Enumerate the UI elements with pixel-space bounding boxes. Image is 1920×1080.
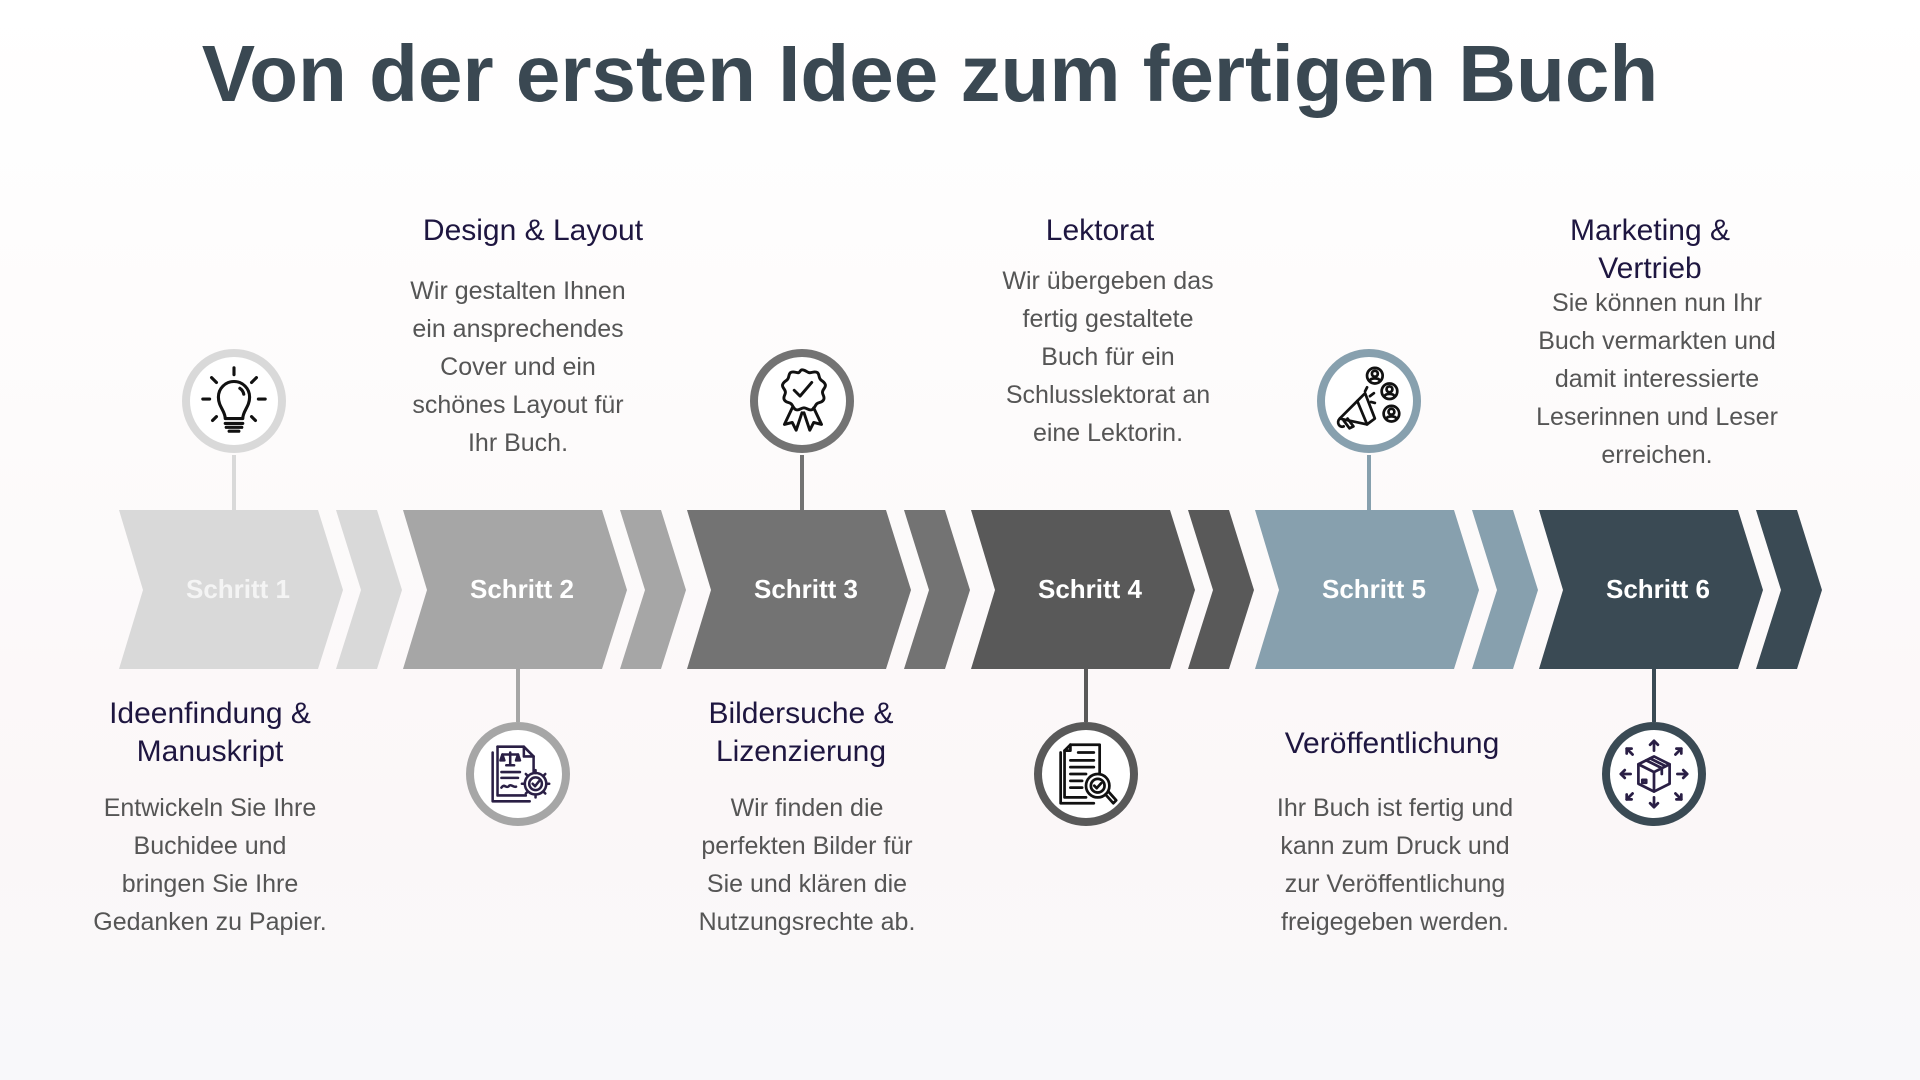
step-3-heading: Bildersuche & Lizenzierung xyxy=(651,695,951,771)
step-6-heading-line: Vertrieb xyxy=(1598,252,1702,285)
page-title: Von der ersten Idee zum fertigen Buch xyxy=(201,29,1659,118)
step-6-description-line: damit interessierte xyxy=(1554,365,1760,393)
step-label-4: Schritt 4 xyxy=(1037,574,1143,604)
step-1-heading: Ideenfindung & Manuskript xyxy=(60,695,360,771)
step-2-description-line: ein ansprechendes xyxy=(412,315,624,343)
step-label-6: Schritt 6 xyxy=(1605,574,1711,604)
step-2-description-line: schönes Layout für xyxy=(412,391,624,419)
step-4-icon-circle xyxy=(1034,722,1138,826)
step-6-icon-circle xyxy=(1602,722,1706,826)
step-2-description-line: Ihr Buch. xyxy=(467,429,569,457)
step-3-icon-circle xyxy=(750,349,854,453)
lightbulb-icon xyxy=(201,366,267,433)
step-4-heading: Lektorat xyxy=(950,212,1250,250)
award-ribbon-check-icon xyxy=(781,368,827,432)
legal-document-gear-icon xyxy=(491,745,551,803)
chevron-step-1 xyxy=(119,510,402,669)
step-6-description: Sie können nun Ihr Buch vermarkten und d… xyxy=(1507,284,1807,474)
step-3-description-line: perfekten Bilder für xyxy=(701,832,913,860)
chevron-step-2 xyxy=(403,510,686,669)
step-4-heading-line: Lektorat xyxy=(1045,214,1155,247)
step-5-description-line: zur Veröffentlichung xyxy=(1284,870,1506,898)
chevron-step-6 xyxy=(1539,510,1822,669)
step-2-description-line: Wir gestalten Ihnen xyxy=(410,277,626,305)
step-5-description-line: freigegeben werden. xyxy=(1281,908,1509,936)
step-2-description: Wir gestalten Ihnen ein ansprechendes Co… xyxy=(368,272,668,462)
step-4-description-line: Buch für ein xyxy=(1041,343,1175,371)
step-4-description-line: Wir übergeben das xyxy=(1002,267,1214,295)
step-label-3: Schritt 3 xyxy=(753,574,859,604)
step-label-1: Schritt 1 xyxy=(185,574,291,604)
step-1-heading-line: Ideenfindung & xyxy=(109,697,311,730)
step-5-description-line: Ihr Buch ist fertig und xyxy=(1276,794,1514,822)
step-1-heading-line: Manuskript xyxy=(136,735,284,768)
step-2-description-line: Cover und ein xyxy=(440,353,596,381)
step-5-heading: Veröffentlichung xyxy=(1242,725,1542,763)
step-1-description-line: Entwickeln Sie Ihre xyxy=(103,794,317,822)
step-3-description: Wir finden die perfekten Bilder für Sie … xyxy=(657,789,957,941)
megaphone-audience-icon xyxy=(1336,366,1401,430)
step-3-heading-line: Lizenzierung xyxy=(715,735,887,768)
step-4-description: Wir übergeben das fertig gestaltete Buch… xyxy=(958,262,1258,452)
step-label-2: Schritt 2 xyxy=(469,574,575,604)
step-6-heading: Marketing & Vertrieb xyxy=(1500,212,1800,288)
step-6-description-line: Sie können nun Ihr xyxy=(1552,289,1762,317)
step-3-description-line: Sie und klären die xyxy=(706,870,908,898)
step-4-description-line: fertig gestaltete xyxy=(1022,305,1194,333)
box-distribution-icon xyxy=(1619,739,1689,809)
step-6-description-line: Leserinnen und Leser xyxy=(1536,403,1778,431)
step-4-description-line: Schlusslektorat an xyxy=(1005,381,1211,409)
chevron-step-5 xyxy=(1255,510,1538,669)
step-2-icon-circle xyxy=(466,722,570,826)
step-4-description-line: eine Lektorin. xyxy=(1032,419,1184,447)
step-6-heading-line: Marketing & xyxy=(1569,214,1731,247)
step-5-description-line: kann zum Druck und xyxy=(1280,832,1510,860)
document-magnifier-check-icon xyxy=(1059,743,1118,805)
step-label-5: Schritt 5 xyxy=(1321,574,1427,604)
step-3-heading-line: Bildersuche & xyxy=(708,697,894,730)
step-1-description: Entwickeln Sie Ihre Buchidee und bringen… xyxy=(60,789,360,941)
step-1-description-line: Buchidee und xyxy=(133,832,287,860)
step-2-heading-line: Design & Layout xyxy=(422,214,644,247)
step-3-description-line: Nutzungsrechte ab. xyxy=(698,908,916,936)
step-5-icon-circle xyxy=(1317,349,1421,453)
step-3-description-line: Wir finden die xyxy=(730,794,884,822)
chevron-step-3 xyxy=(687,510,970,669)
step-1-description-line: Gedanken zu Papier. xyxy=(93,908,327,936)
step-5-description: Ihr Buch ist fertig und kann zum Druck u… xyxy=(1245,789,1545,941)
step-1-description-line: bringen Sie Ihre xyxy=(121,870,299,898)
chevron-step-4 xyxy=(971,510,1254,669)
step-2-heading: Design & Layout xyxy=(383,212,683,250)
step-6-description-line: Buch vermarkten und xyxy=(1538,327,1776,355)
step-6-description-line: erreichen. xyxy=(1601,441,1713,469)
step-5-heading-line: Veröffentlichung xyxy=(1284,727,1500,760)
step-1-icon-circle xyxy=(182,349,286,453)
